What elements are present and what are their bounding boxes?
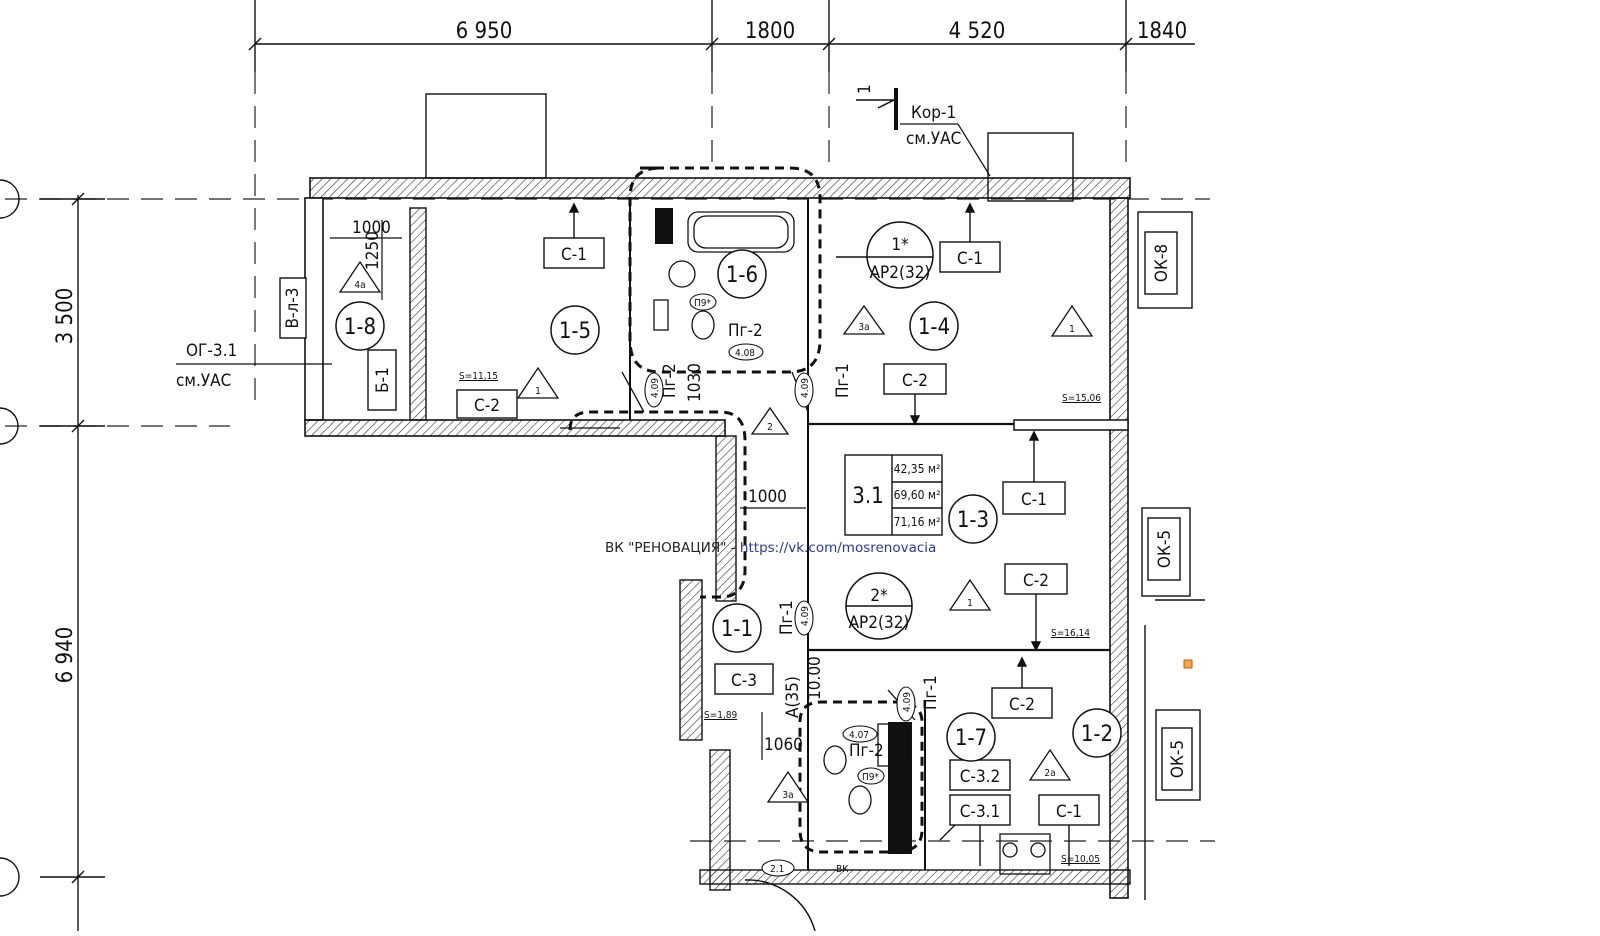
door-409-b: 4.09 [800, 378, 811, 398]
dim-a35: А(35) [783, 676, 803, 718]
area-living: 42,35 м² [894, 462, 941, 476]
top-dimension-line [248, 0, 1195, 72]
door-21: 2.1 [770, 864, 784, 875]
tag-s2-b: С-2 [902, 371, 928, 391]
watermark-prefix: ВК "РЕНОВАЦИЯ" - [605, 540, 740, 556]
tag-s1-d: С-1 [1056, 802, 1082, 822]
external-elements [425, 93, 1205, 932]
apartment-type: 3.1 [852, 484, 883, 509]
area-label-1-5: S=11,15 [459, 371, 498, 382]
tag-s2-a: С-2 [474, 396, 500, 416]
door-409-c: 4.09 [800, 606, 811, 626]
kor-label-1: Кор-1 [911, 103, 956, 123]
door-p9-a: П9* [694, 298, 711, 309]
dim-top-2: 1800 [745, 19, 795, 44]
tri-1a: 1 [535, 386, 541, 397]
tag-s32: С-3.2 [960, 767, 1001, 787]
apartment-table [844, 454, 943, 536]
tag-s31: С-3.1 [960, 802, 1001, 822]
watermark-link[interactable]: https://vk.com/mosrenovacia [739, 540, 937, 556]
og-label-2: см.УАС [176, 371, 231, 391]
ref2-bottom: АР2(32) [849, 613, 910, 633]
arrows [568, 202, 1070, 866]
tag-vl3: В-л-3 [283, 287, 303, 328]
partition-pg1-a: Пг-1 [833, 363, 853, 398]
tag-s2-d: С-2 [1009, 695, 1035, 715]
door-code-ovals [644, 293, 916, 877]
tag-s1-a: С-1 [561, 245, 587, 265]
partition-pg2-c: Пг-2 [660, 363, 680, 398]
area-full: 71,16 м² [894, 515, 941, 529]
area-total: 69,60 м² [894, 488, 941, 502]
dim-left-1: 3 500 [53, 288, 78, 345]
dashed-zones [568, 166, 924, 854]
tri-1b: 1 [1069, 324, 1075, 335]
section-mark [856, 88, 898, 130]
door-409-d: 4.09 [902, 692, 913, 712]
door-407: 4.07 [849, 730, 869, 741]
tri-2a: 2а [1044, 768, 1055, 779]
dim-top-1: 6 950 [456, 19, 513, 44]
tag-s1-b: С-1 [957, 249, 983, 269]
dim-1250: 1250 [363, 231, 383, 270]
tag-ok5a: ОК-5 [1155, 530, 1175, 568]
room-1-7: 1-7 [955, 726, 987, 751]
door-409-a: 4.09 [650, 378, 661, 398]
kor-label-2: см.УАС [906, 129, 961, 149]
partition-pg2-a: Пг-2 [728, 321, 763, 341]
ref1-top: 1* [891, 235, 909, 255]
door-vk: ВК [836, 864, 849, 875]
tag-s1-c: С-1 [1021, 490, 1047, 510]
room-1-1: 1-1 [721, 617, 753, 642]
room-1-4: 1-4 [918, 315, 950, 340]
inner-dims [330, 220, 806, 760]
room-1-8: 1-8 [344, 315, 376, 340]
room-circles [335, 249, 1122, 762]
door-p9-b: П9* [862, 772, 879, 783]
section-mark-label: 1 [855, 84, 875, 94]
dim-1060: 1060 [764, 735, 803, 755]
tag-ok8: ОК-8 [1152, 244, 1172, 282]
ref2-top: 2* [870, 586, 888, 606]
area-label-1-3: S=16,14 [1051, 628, 1090, 639]
room-1-6: 1-6 [726, 263, 758, 288]
ref1-bottom: АР2(32) [870, 263, 931, 283]
dim-left-2: 6 940 [53, 627, 78, 684]
triangle-markers [338, 260, 1094, 803]
bathroom-fixtures [653, 211, 1051, 875]
partition-1030: 1030 [685, 363, 705, 402]
dim-1000b: 1000 [748, 487, 787, 507]
tri-3b: 3а [782, 790, 793, 801]
tri-4a: 4а [354, 280, 365, 291]
tag-ok5b: ОК-5 [1168, 740, 1188, 778]
dim-1000a: 1000 [352, 218, 391, 238]
tag-s2-c: С-2 [1023, 571, 1049, 591]
area-label-1-1: S=1,89 [704, 710, 738, 721]
dim-top-3: 4 520 [949, 19, 1006, 44]
tri-1c: 1 [967, 598, 973, 609]
partition-pg1-b: Пг-1 [777, 600, 797, 635]
left-dimension-line [0, 179, 105, 931]
partition-pg2-b: Пг-2 [849, 741, 884, 761]
area-label-1-4: S=15,06 [1062, 393, 1101, 404]
door-408: 4.08 [735, 348, 755, 359]
room-1-2: 1-2 [1081, 722, 1113, 747]
area-label-1-2: S=10,05 [1061, 854, 1100, 865]
og-label-1: ОГ-3.1 [186, 341, 237, 361]
tag-s3: С-3 [731, 671, 757, 691]
partition-1000: 10.00 [805, 656, 825, 700]
reference-circles [836, 221, 934, 640]
tri-2: 2 [767, 422, 773, 433]
partition-pg1-c: Пг-1 [921, 675, 941, 710]
room-1-3: 1-3 [957, 508, 989, 533]
marker-dot [1183, 659, 1193, 669]
tag-b1: Б-1 [373, 367, 393, 393]
tri-3a: 3а [858, 322, 869, 333]
watermark: ВК "РЕНОВАЦИЯ" - https://vk.com/mosrenov… [605, 540, 936, 556]
room-1-5: 1-5 [559, 319, 591, 344]
dim-top-4: 1840 [1137, 19, 1187, 44]
